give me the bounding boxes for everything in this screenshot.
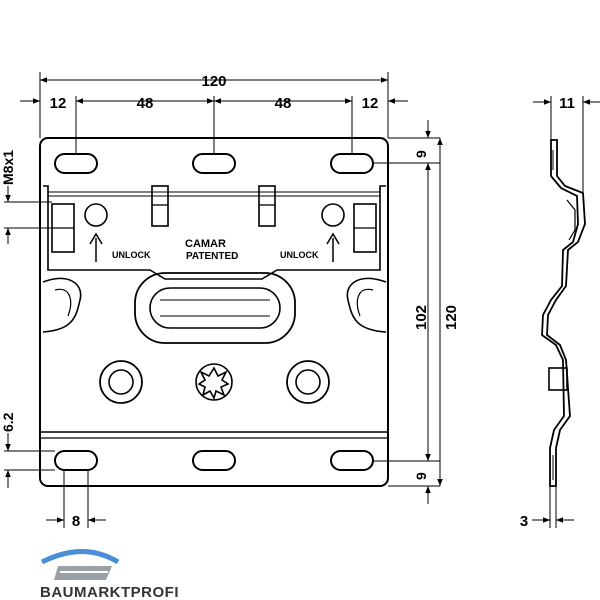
center-slot-outer [134, 272, 296, 344]
dim-overall-height: 120 [443, 305, 460, 330]
unlock-label-left: UNLOCK [112, 250, 151, 260]
maker-label: CAMAR [185, 238, 226, 250]
arrow-up-icon [89, 232, 103, 262]
dim-edge-left: 12 [50, 95, 67, 112]
dim-thickness: 3 [520, 513, 528, 530]
dim-spacing-left: 48 [137, 95, 154, 112]
dim-edge-right: 12 [362, 95, 379, 112]
slot-bottom-left [54, 450, 98, 471]
unlock-button-right [321, 203, 345, 227]
center-slot-inner [149, 287, 281, 329]
latch-left [151, 185, 169, 227]
right-dimensions [373, 120, 443, 504]
unlock-button-left [84, 203, 108, 227]
dim-slot-offset-bottom: 9 [413, 472, 429, 480]
patented-label: PATENTED [186, 251, 238, 262]
side-view [541, 139, 586, 487]
dim-depth: 11 [559, 95, 575, 112]
torx-screw-icon [197, 366, 230, 401]
logo-text: BAUMARKTPROFI [40, 584, 179, 600]
side-profile [541, 139, 586, 487]
baumarktprofi-logo: BAUMARKTPROFI [40, 549, 179, 600]
unlock-label-right: UNLOCK [280, 250, 319, 260]
dim-inner-height: 102 [413, 305, 430, 330]
side-screw [548, 367, 568, 391]
plate-outline [39, 137, 389, 487]
dim-thread: M8x1 [0, 150, 16, 185]
front-view [39, 137, 389, 487]
roof-logo-icon [40, 549, 120, 565]
arrow-up-icon [326, 232, 340, 262]
screw-hole-right [286, 360, 330, 404]
side-dimensions [532, 96, 600, 528]
slot-bottom-center [192, 450, 236, 471]
dim-slot-width: 8 [72, 513, 80, 530]
dim-spacing-right: 48 [275, 95, 292, 112]
latch-right [258, 185, 276, 227]
screw-hole-left [99, 360, 143, 404]
left-dimensions [4, 186, 106, 528]
dim-slot-offset-top: 9 [413, 150, 429, 158]
dim-overall-width: 120 [201, 73, 226, 90]
dim-offset-bottom: 6.2 [0, 412, 16, 432]
top-dimensions [20, 72, 408, 154]
middle-rib [42, 277, 82, 333]
